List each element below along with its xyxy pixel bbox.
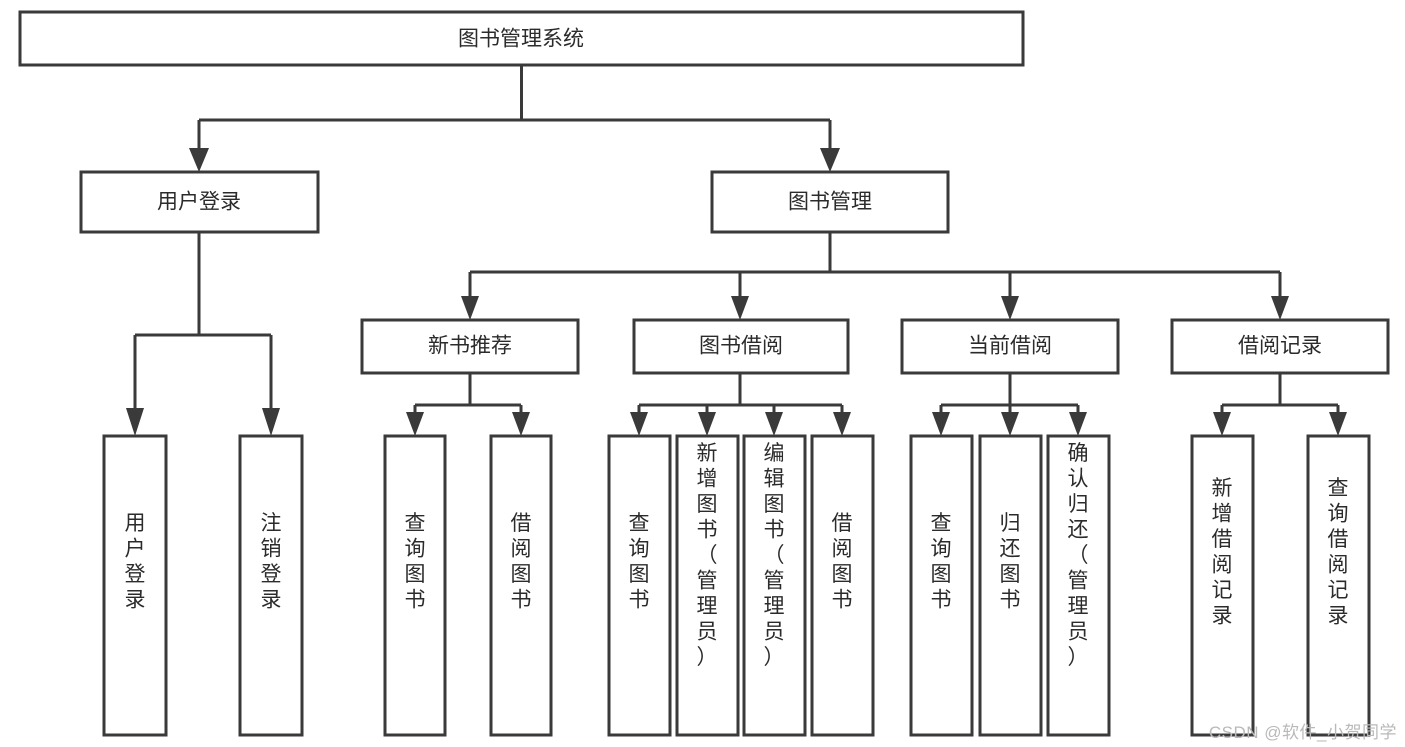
leaf-newbook-borrow-label: 借阅图书 [511, 512, 532, 612]
leaf-borrowrecord-add-label: 新增借阅记录 [1212, 477, 1233, 628]
arrow-head-newbook-leaf2 [512, 412, 530, 436]
leaf-node[interactable]: 查询图书 [607, 434, 672, 737]
arrow-head-currentborrow-leaf3 [1069, 412, 1087, 436]
leaf-bookborrow-edit-label: 编辑图书（管理员） [764, 442, 785, 669]
arrow-head-leaf-logout [262, 408, 280, 436]
leaf-currentborrow-query-box[interactable] [909, 434, 974, 737]
arrow-head-bookborrow-leaf4 [833, 412, 851, 436]
node-new-book-recommend-box[interactable] [360, 318, 580, 375]
leaf-user-login-label: 用户登录 [125, 512, 146, 612]
leaf-borrowrecord-query-box[interactable] [1306, 434, 1371, 737]
node-book-manage-box[interactable] [710, 170, 950, 234]
arrow-head-bookborrow-leaf2 [698, 412, 716, 436]
node-borrow-record-label: 借阅记录 [1238, 335, 1322, 358]
arrow-head-newbook-leaf1 [406, 412, 424, 436]
leaf-node[interactable]: 借阅图书 [489, 434, 553, 737]
leaf-bookborrow-add-label: 新增图书（管理员） [697, 442, 718, 669]
arrow-head-leaf-user-login [126, 408, 144, 436]
connector-layer [126, 65, 1347, 436]
node-borrow-record-box[interactable] [1170, 318, 1390, 375]
leaf-node[interactable]: 新增借阅记录 [1190, 434, 1255, 737]
leaf-user-login-box[interactable] [102, 434, 168, 737]
node-current-borrow[interactable]: 当前借阅 [900, 318, 1120, 375]
node-book-borrow[interactable]: 图书借阅 [632, 318, 850, 375]
leaf-logout-box[interactable] [238, 434, 304, 737]
arrow-head-borrowrecord-leaf1 [1213, 412, 1231, 436]
node-user-login-label: 用户登录 [157, 191, 241, 214]
leaf-node[interactable]: 确认归还（管理员） [1046, 434, 1111, 737]
leaf-currentborrow-return-label: 归还图书 [1000, 512, 1021, 612]
leaf-borrowrecord-add-box[interactable] [1190, 434, 1255, 737]
node-new-book-recommend[interactable]: 新书推荐 [360, 318, 580, 375]
node-current-borrow-label: 当前借阅 [968, 335, 1052, 358]
arrow-head-book-borrow [731, 296, 749, 320]
leaf-borrowrecord-query-label: 查询借阅记录 [1328, 477, 1349, 628]
leaf-logout-label: 注销登录 [261, 512, 282, 612]
arrow-head-currentborrow-leaf1 [932, 412, 950, 436]
leaf-currentborrow-confirm-label: 确认归还（管理员） [1068, 442, 1089, 669]
node-root-label: 图书管理系统 [458, 28, 584, 51]
leaf-node[interactable]: 借阅图书 [810, 434, 875, 737]
node-user-login[interactable]: 用户登录 [79, 170, 320, 234]
node-book-manage[interactable]: 图书管理 [710, 170, 950, 234]
arrow-head-borrow-record [1271, 296, 1289, 320]
leaf-currentborrow-return-box[interactable] [978, 434, 1043, 737]
arrow-head-user-login [189, 148, 209, 172]
node-book-borrow-box[interactable] [632, 318, 850, 375]
node-current-borrow-box[interactable] [900, 318, 1120, 375]
leaf-newbook-borrow-box[interactable] [489, 434, 553, 737]
leaf-node[interactable]: 查询图书 [909, 434, 974, 737]
node-root[interactable]: 图书管理系统 [18, 10, 1025, 67]
leaf-bookborrow-edit-box[interactable] [742, 434, 807, 737]
leaf-node[interactable]: 查询图书 [383, 434, 447, 737]
leaf-bookborrow-query-box[interactable] [607, 434, 672, 737]
leaf-bookborrow-query-label: 查询图书 [629, 512, 650, 612]
node-user-login-box[interactable] [79, 170, 320, 234]
arrow-head-currentborrow-leaf2 [1001, 412, 1019, 436]
csdn-watermark: CSDN @软件_小贺同学 [1208, 723, 1397, 742]
arrow-head-new-book [461, 296, 479, 320]
node-borrow-record[interactable]: 借阅记录 [1170, 318, 1390, 375]
arrow-head-bookborrow-leaf3 [765, 412, 783, 436]
leaf-node[interactable]: 归还图书 [978, 434, 1043, 737]
arrow-head-book-manage [820, 148, 840, 172]
arrow-head-borrowrecord-leaf2 [1329, 412, 1347, 436]
leaf-bookborrow-add-box[interactable] [675, 434, 740, 737]
arrow-head-current-borrow [1001, 296, 1019, 320]
leaf-currentborrow-confirm-box[interactable] [1046, 434, 1111, 737]
arrow-head-bookborrow-leaf1 [630, 412, 648, 436]
leaf-newbook-query-box[interactable] [383, 434, 447, 737]
leaf-currentborrow-query-label: 查询图书 [931, 512, 952, 612]
leaf-node[interactable]: 注销登录 [238, 434, 304, 737]
node-book-manage-label: 图书管理 [788, 191, 872, 214]
leaf-node[interactable]: 用户登录 [102, 434, 168, 737]
leaf-node[interactable]: 编辑图书（管理员） [742, 434, 807, 737]
node-new-book-recommend-label: 新书推荐 [428, 335, 512, 358]
leaf-bookborrow-borrow-label: 借阅图书 [832, 512, 853, 612]
node-root-box[interactable] [18, 10, 1025, 67]
leaf-bookborrow-borrow-box[interactable] [810, 434, 875, 737]
leaf-node[interactable]: 查询借阅记录 [1306, 434, 1371, 737]
leaf-node[interactable]: 新增图书（管理员） [675, 434, 740, 737]
node-book-borrow-label: 图书借阅 [699, 335, 783, 358]
leaf-newbook-query-label: 查询图书 [405, 512, 426, 612]
